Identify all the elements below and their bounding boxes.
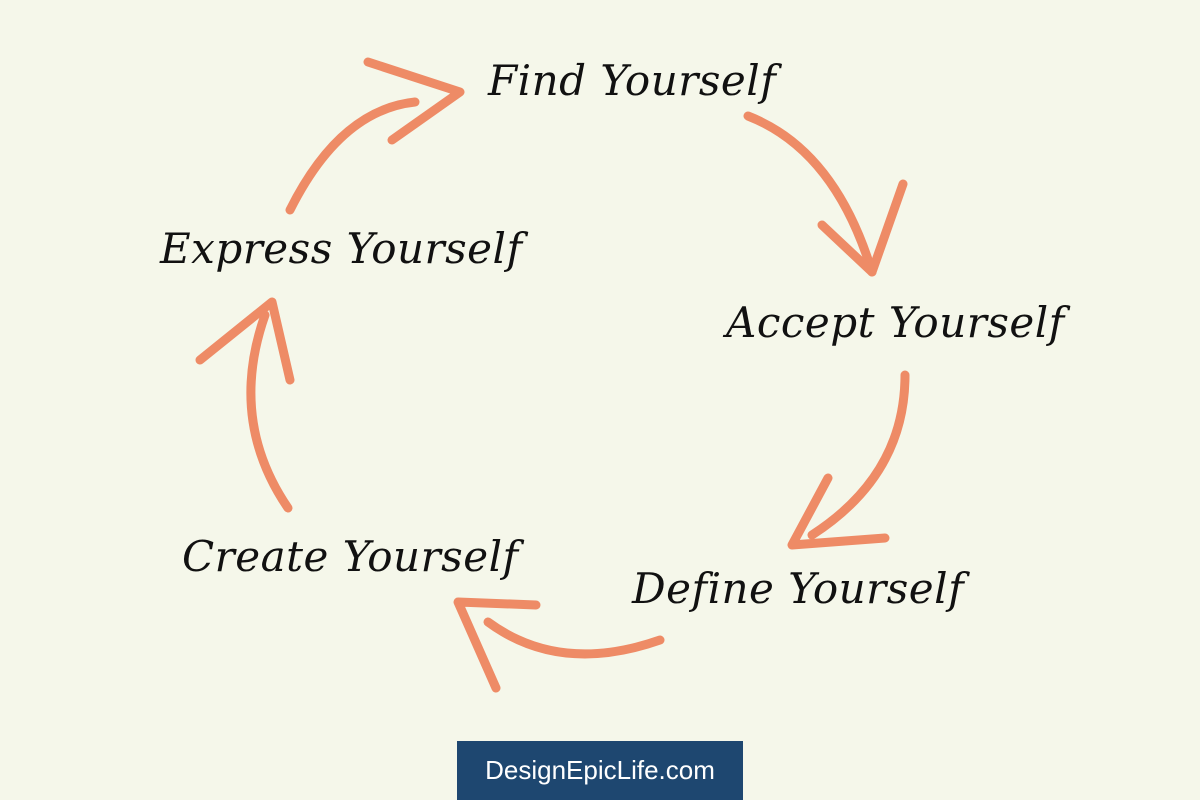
brand-badge: DesignEpicLife.com [457, 741, 743, 800]
step-create-yourself: Create Yourself [182, 532, 519, 581]
arrow-create-to-express [195, 297, 295, 513]
arrow-find-to-accept [743, 111, 908, 277]
arrow-define-to-create [453, 597, 665, 693]
step-define-yourself: Define Yourself [632, 564, 965, 613]
step-express-yourself: Express Yourself [160, 224, 523, 273]
step-find-yourself: Find Yourself [488, 56, 777, 105]
arrow-accept-to-define [787, 370, 910, 550]
step-accept-yourself: Accept Yourself [726, 298, 1065, 347]
arrow-express-to-find [285, 57, 465, 215]
